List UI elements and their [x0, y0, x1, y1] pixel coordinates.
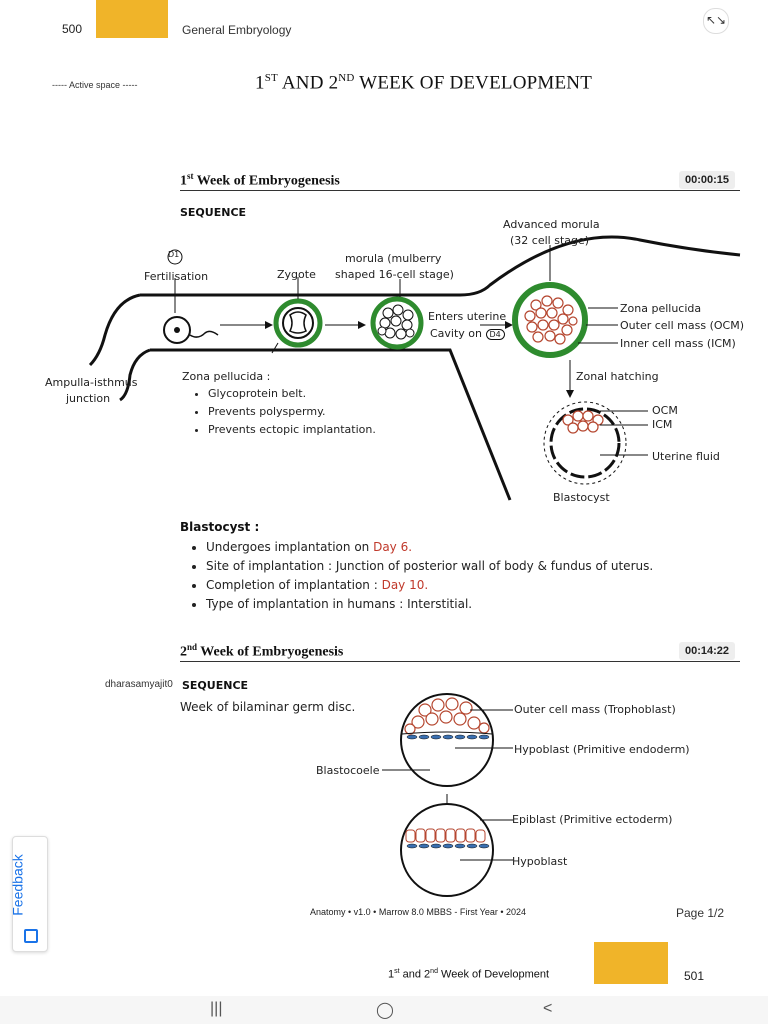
week2-sequence-label: SEQUENCE	[182, 679, 249, 692]
label-epiblast: Epiblast (Primitive ectoderm)	[512, 813, 673, 826]
label-enters-uterine-2: Cavity on D4	[430, 327, 505, 340]
week2-title-rule	[180, 661, 740, 662]
footer-edition: Anatomy • v1.0 • Marrow 8.0 MBBS - First…	[310, 907, 527, 917]
label-morula-2: shaped 16-cell stage)	[335, 268, 454, 281]
back-button[interactable]: <	[543, 1000, 553, 1017]
blastocyst-notes: Blastocyst : Undergoes implantation on D…	[180, 520, 740, 616]
week1-title: 1st Week of Embryogenesis	[180, 171, 340, 189]
feedback-button[interactable]: Feedback	[9, 836, 48, 952]
header-book-title: General Embryology	[182, 23, 292, 37]
collapse-icon[interactable]: ↖↘	[703, 8, 729, 34]
zona-note-item: Prevents polyspermy.	[208, 405, 422, 418]
zona-notes-heading: Zona pellucida :	[182, 370, 271, 383]
blastocyst-note-item: Type of implantation in humans : Interst…	[206, 597, 740, 611]
tube-left-curve	[88, 293, 141, 367]
tube-left-lower	[119, 348, 151, 402]
week2-leaders	[382, 709, 513, 861]
zona-notes: Zona pellucida : Glycoprotein belt. Prev…	[182, 370, 422, 441]
home-button[interactable]: ◯	[376, 1002, 394, 1019]
label-enters-uterine-1: Enters uterine	[428, 310, 507, 323]
tube-lower-wall	[150, 348, 512, 501]
week2-subtitle: Week of bilaminar germ disc.	[180, 700, 356, 714]
week1-timestamp[interactable]: 00:00:15	[679, 171, 736, 189]
label-blastocyst: Blastocyst	[553, 491, 610, 504]
label-ocm: Outer cell mass (OCM)	[620, 319, 744, 332]
d1-circle	[167, 249, 183, 265]
sperm-icon	[189, 330, 219, 338]
label-hypoblast-primitive: Hypoblast (Primitive endoderm)	[514, 743, 690, 756]
week2-diagram	[400, 693, 494, 897]
label-blasto-ocm: OCM	[652, 404, 678, 417]
tube-upper-wall	[140, 235, 741, 297]
user-watermark: dharasamyajit0	[105, 679, 173, 690]
label-blasto-icm: ICM	[652, 418, 673, 431]
label-zona-hatching: Zonal hatching	[576, 370, 659, 383]
label-blastocoele: Blastocoele	[316, 764, 380, 777]
blastocyst-note-item: Site of implantation : Junction of poste…	[206, 559, 740, 573]
feedback-icon	[24, 929, 38, 943]
blastocyst-hatching	[543, 401, 627, 485]
blastocyst-notes-heading: Blastocyst :	[180, 520, 260, 534]
header-tab-marker	[96, 0, 168, 38]
week1-sequence-label: SEQUENCE	[180, 206, 247, 219]
label-uterine-fluid: Uterine fluid	[652, 450, 720, 463]
next-page-number: 501	[684, 969, 705, 983]
active-space-label: ----- Active space -----	[52, 80, 138, 90]
label-zygote: Zygote	[277, 268, 316, 281]
blastocyst-note-item: Undergoes implantation on Day 6.	[206, 540, 740, 554]
bilaminar-circle-1	[400, 693, 494, 787]
week2-timestamp[interactable]: 00:14:22	[679, 642, 736, 660]
bilaminar-circle-2	[400, 803, 494, 897]
blastocyst-note-item: Completion of implantation : Day 10.	[206, 578, 740, 592]
label-zona-pellucida-right: Zona pellucida	[620, 302, 702, 315]
week2-title: 2nd Week of Embryogenesis	[180, 642, 344, 660]
label-trophoblast: Outer cell mass (Trophoblast)	[514, 703, 676, 716]
label-hypoblast: Hypoblast	[512, 855, 568, 868]
recent-apps-button[interactable]: |||	[210, 1000, 223, 1017]
system-nav-bar: ||| ◯ <	[0, 996, 768, 1024]
label-advanced-morula-2: (32 cell stage)	[510, 234, 590, 247]
zona-note-item: Glycoprotein belt.	[208, 387, 422, 400]
label-ampulla-1: Ampulla-isthmus	[45, 376, 138, 389]
label-advanced-morula-1: Advanced morula	[503, 218, 600, 231]
label-icm: Inner cell mass (ICM)	[620, 337, 736, 350]
label-d1: D1	[168, 250, 180, 259]
next-page-title: 1st and 2nd Week of Development	[388, 968, 550, 981]
header-page-number: 500	[62, 22, 83, 36]
label-ampulla-2: junction	[66, 392, 111, 405]
week1-diagram	[88, 235, 741, 501]
page-indicator: Page 1/2	[676, 906, 725, 920]
footer-tab-marker	[594, 942, 668, 984]
week1-title-rule	[180, 190, 740, 191]
label-fertilisation: Fertilisation	[144, 270, 209, 283]
chapter-title: 1ST AND 2ND WEEK OF DEVELOPMENT	[255, 72, 593, 94]
label-morula-1: morula (mulberry	[345, 252, 442, 265]
feedback-label: Feedback	[9, 854, 26, 916]
zona-note-item: Prevents ectopic implantation.	[208, 423, 422, 436]
